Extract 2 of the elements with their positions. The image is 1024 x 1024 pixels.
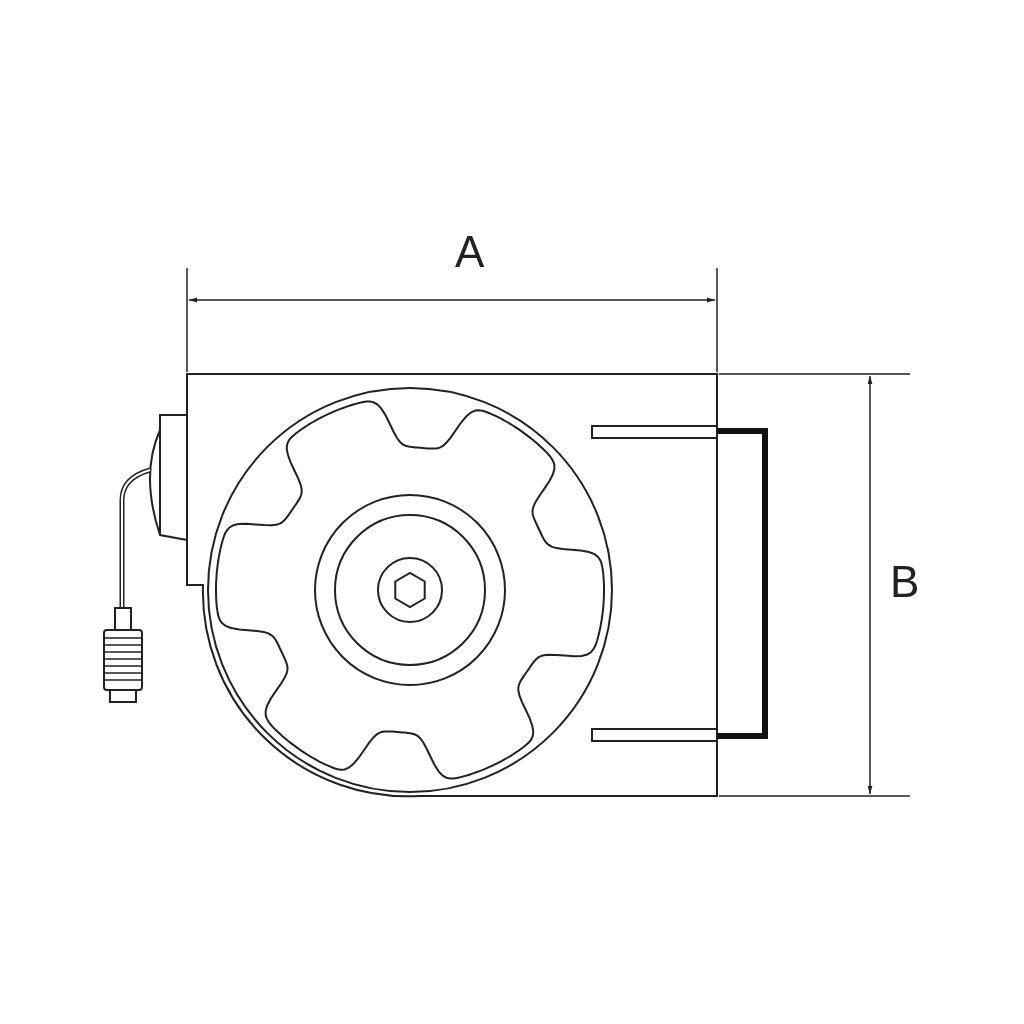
dimension-label: B [890, 560, 920, 604]
dimension-label: A [455, 230, 485, 274]
